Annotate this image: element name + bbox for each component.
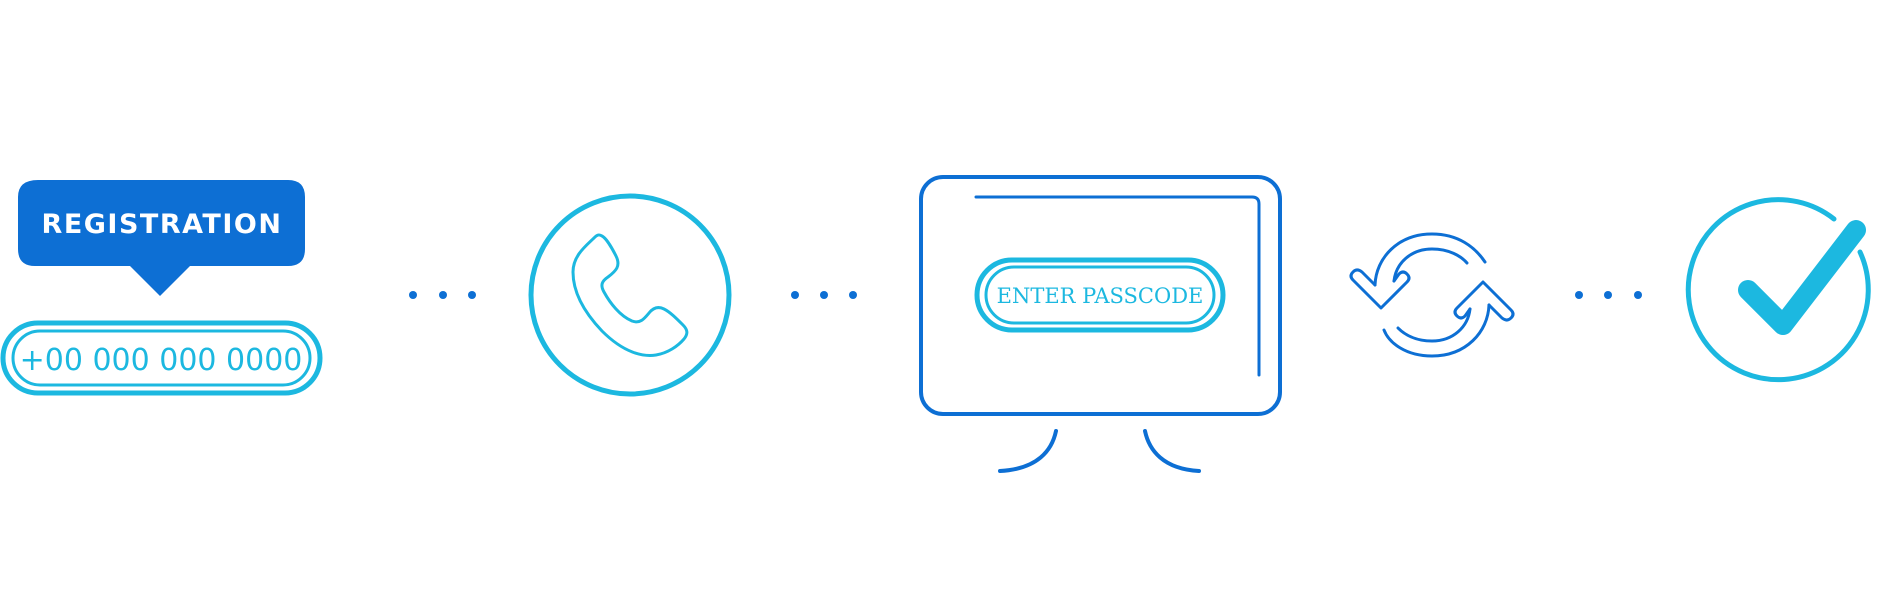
connector-dot [1575,291,1583,299]
registration-step: REGISTRATION +00 000 000 0000 [0,180,323,396]
monitor-stand-right [1143,429,1201,473]
connector-dots-3 [1575,291,1642,299]
connector-dots-1 [409,291,476,299]
enter-passcode-button[interactable]: ENTER PASSCODE [974,257,1226,333]
phone-number-field[interactable]: +00 000 000 0000 [0,320,323,396]
connector-dots-2 [791,291,857,299]
connector-dot [849,291,857,299]
connector-dot [1634,291,1642,299]
sync-arrows-icon [1349,232,1515,358]
enter-passcode-label: ENTER PASSCODE [997,284,1204,308]
monitor-stand-left [998,429,1058,473]
registration-badge: REGISTRATION [18,180,305,296]
checkmark [1738,220,1866,335]
registration-label: REGISTRATION [42,209,283,240]
connector-dot [820,291,828,299]
done-step [1685,197,1871,383]
call-step [528,193,732,397]
sync-step [1349,232,1515,358]
phone-icon [571,233,689,357]
connector-dot [439,291,447,299]
call-circle [528,193,732,397]
connector-dot [468,291,476,299]
phone-number-value: +00 000 000 0000 [20,343,303,378]
checkmark-circle-icon [1685,197,1871,383]
connector-dot [1604,291,1612,299]
monitor-icon [919,175,1282,473]
monitor-step: ENTER PASSCODE [919,175,1282,473]
connector-dot [791,291,799,299]
connector-dot [409,291,417,299]
